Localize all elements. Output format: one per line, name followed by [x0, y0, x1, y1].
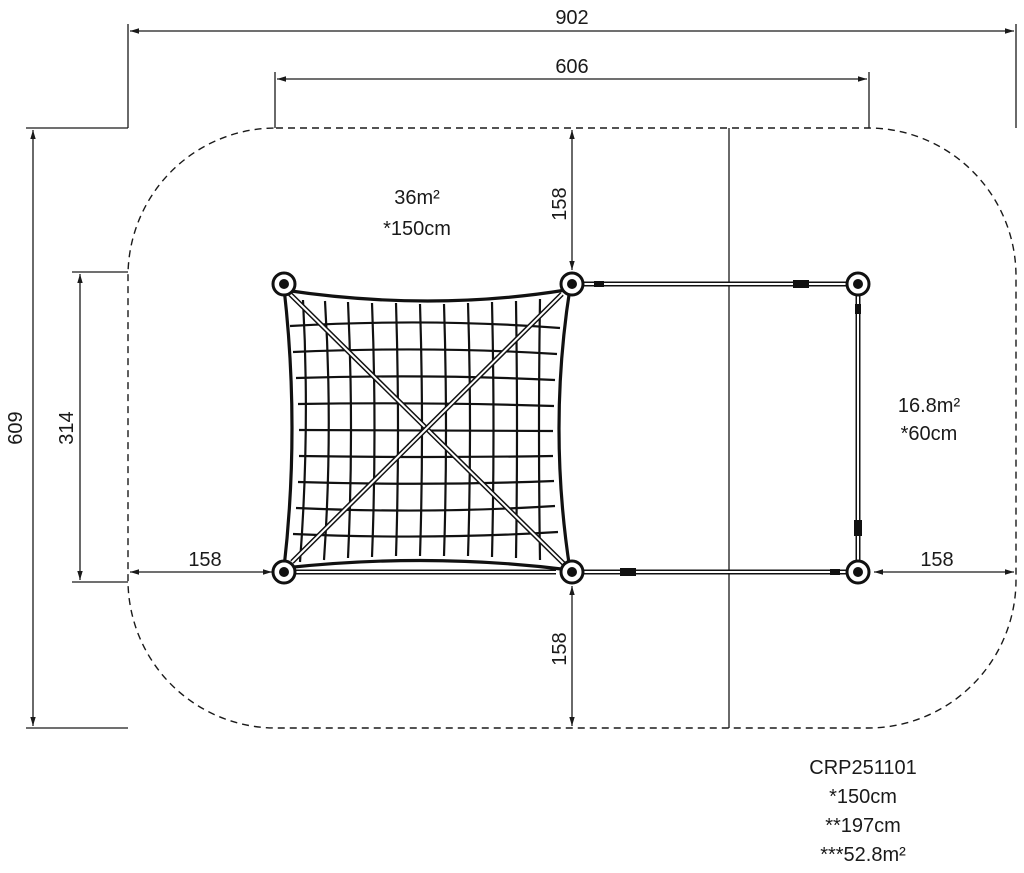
product-total-height: **197cm [825, 815, 901, 837]
right-clearance-dimension: 158 [874, 549, 1014, 575]
post-bottom-left [271, 559, 297, 585]
left-clearance-dimension: 158 [130, 549, 272, 575]
balance-ropes [284, 280, 862, 576]
frame-depth-label: 314 [56, 411, 78, 444]
frame-width-dimension: 606 [274, 56, 870, 128]
product-safety-area: ***52.8m² [820, 844, 906, 866]
climbing-net [282, 286, 572, 572]
safety-zone-outline [127, 127, 1017, 729]
product-code: CRP251101 [809, 757, 916, 779]
frame-depth-dimension: 314 [56, 271, 128, 583]
post-bottom-right [845, 559, 871, 585]
frame-width-label: 606 [555, 56, 588, 78]
overall-depth-label: 609 [5, 411, 27, 444]
bottom-clearance-label: 158 [549, 632, 571, 665]
right-clearance-label: 158 [920, 549, 953, 571]
net-area-label: 36m² [394, 187, 440, 209]
post-top-right [845, 271, 871, 297]
bottom-clearance-dimension: 158 [549, 586, 575, 726]
product-fall-height: *150cm [829, 786, 897, 808]
rope-area-label: 16.8m² [898, 395, 961, 417]
post-top-middle [559, 271, 585, 297]
post-top-left [271, 271, 297, 297]
net-height-label: *150cm [383, 218, 451, 240]
product-info: CRP251101 *150cm **197cm ***52.8m² [809, 757, 916, 866]
overall-width-label: 902 [555, 7, 588, 29]
top-clearance-label: 158 [549, 187, 571, 220]
rope-height-label: *60cm [901, 423, 958, 445]
overall-width-dimension: 902 [127, 7, 1017, 128]
left-clearance-label: 158 [188, 549, 221, 571]
overall-depth-dimension: 609 [5, 127, 128, 729]
post-bottom-middle [559, 559, 585, 585]
top-clearance-dimension: 158 [549, 130, 575, 270]
